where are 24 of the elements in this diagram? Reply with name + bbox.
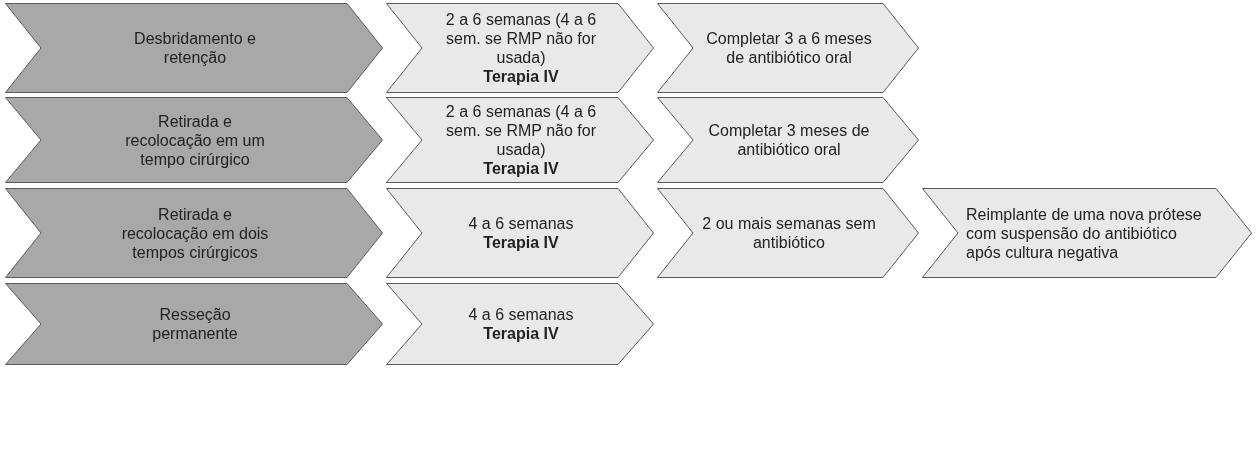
- chevron-step: [386, 188, 654, 278]
- chevron-step: [5, 3, 383, 93]
- chevron-step: [386, 97, 654, 183]
- chevron-step: [386, 283, 654, 365]
- chevron-step: [657, 3, 919, 93]
- step-text: 2 a 6 semanas (4 a 6 sem. se RMP não for usada) Terapia IV: [444, 10, 598, 86]
- chevron-step: [657, 188, 919, 278]
- chevron-step: [657, 97, 919, 183]
- step-text: Desbridamento e retenção: [133, 29, 257, 67]
- step-text: Completar 3 a 6 meses de antibiótico oral: [705, 29, 873, 67]
- step-text: Reimplante de uma nova prótese com suspensão do antibiótico após cultura negativa: [966, 204, 1203, 262]
- chevron-step: [386, 3, 654, 93]
- step-text: 4 a 6 semanas Terapia IV: [468, 305, 574, 343]
- step-text: 4 a 6 semanas Terapia IV: [468, 214, 574, 252]
- chevron-step: [5, 188, 383, 278]
- chevron-step: [5, 97, 383, 183]
- step-text: 2 a 6 semanas (4 a 6 sem. se RMP não for usada) Terapia IV: [444, 102, 598, 178]
- step-text: Completar 3 meses de antibiótico oral: [707, 121, 871, 159]
- chevron-step: [5, 283, 383, 365]
- step-text: 2 ou mais semanas sem antibiótico: [701, 214, 877, 252]
- step-text: Retirada e recolocação em dois tempos cirúrgicos: [120, 204, 270, 262]
- chevron-step: [922, 188, 1252, 278]
- step-text: Resseção permanente: [151, 305, 239, 343]
- step-text: Retirada e recolocação em um tempo cirúrgico: [124, 111, 266, 169]
